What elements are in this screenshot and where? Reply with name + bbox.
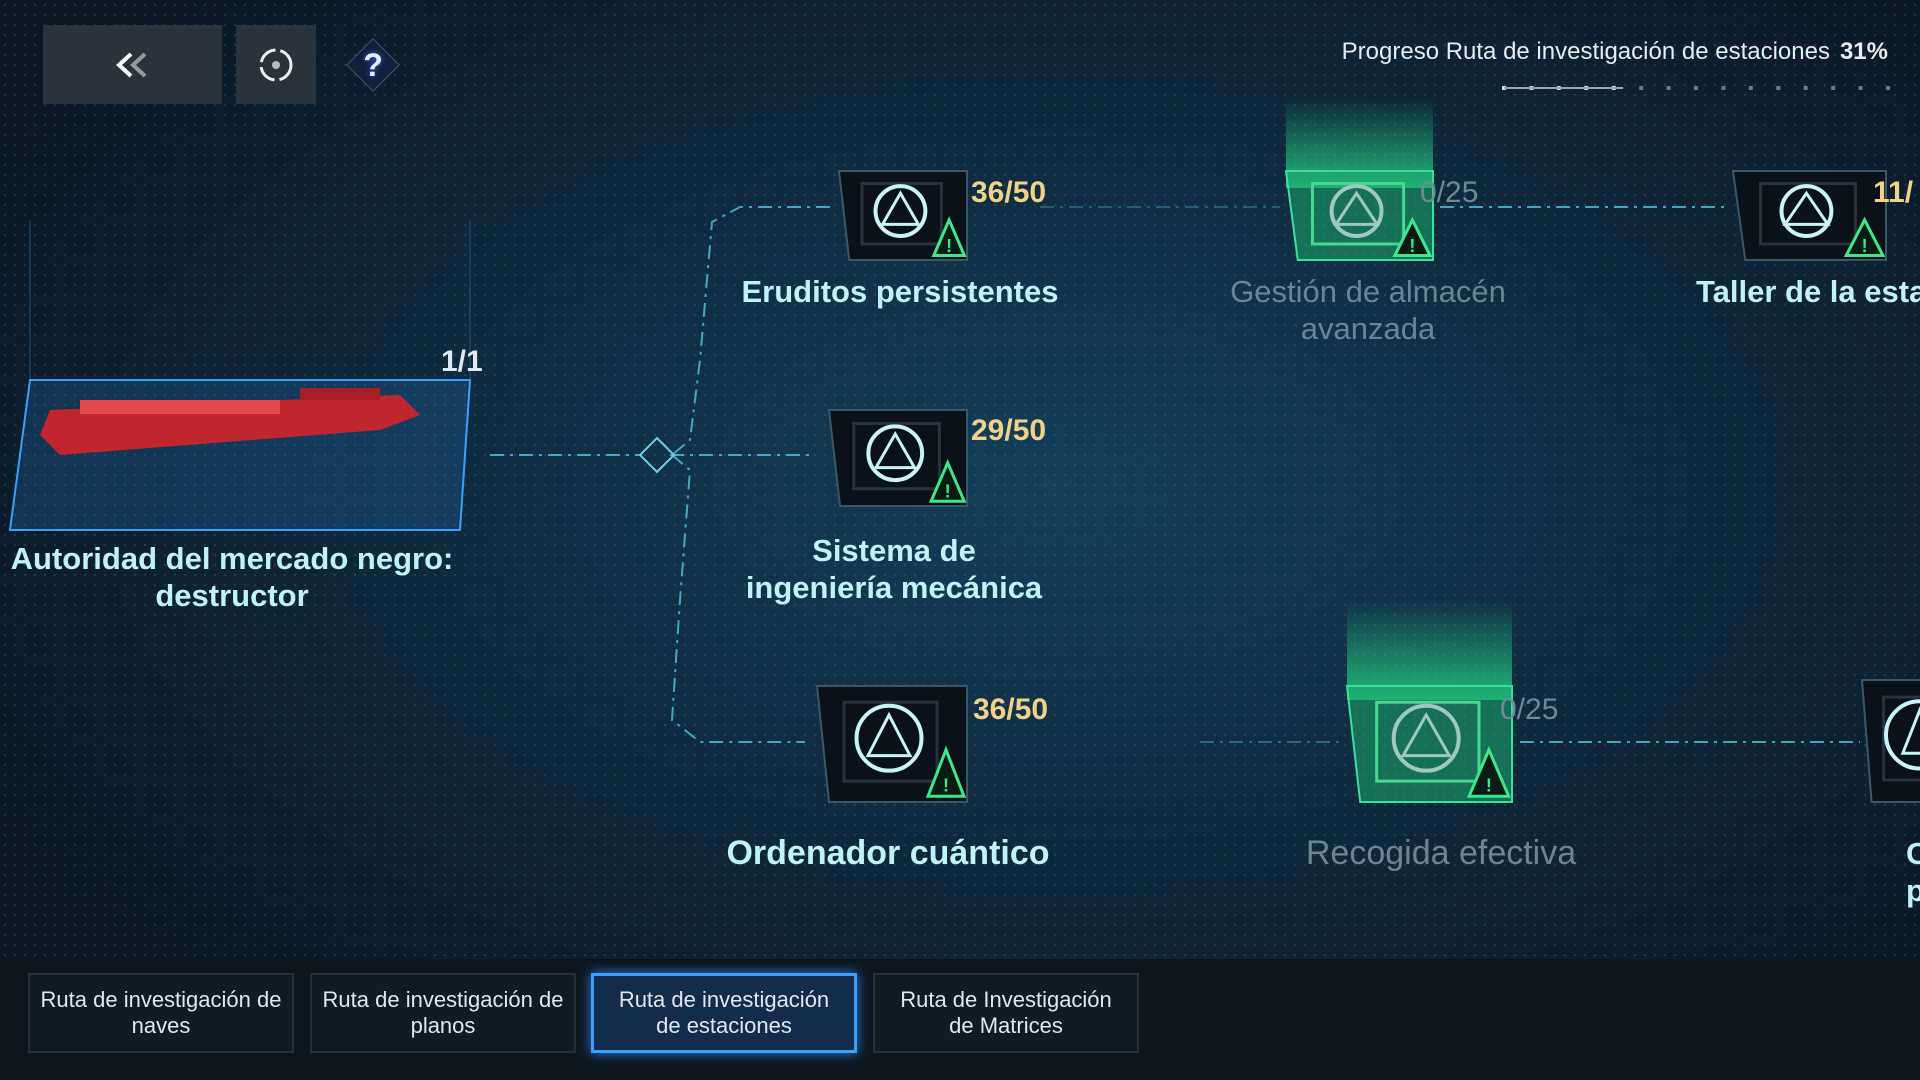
node-label: Ordenador cuántico [726,834,1050,872]
node-icon-frame [1860,679,1920,803]
double-chevron-left-icon [115,52,146,77]
node-label-line2: avanzada [1300,311,1436,346]
root-label: Autoridad del mercado negro:destructor [11,540,454,614]
progress-dot [1858,86,1863,90]
progress-dots [1502,86,1890,90]
node-count: 0/25 [1420,176,1479,209]
progress-dot [1639,86,1644,90]
help-button[interactable]: ? [346,38,400,92]
progress-dot [1886,86,1890,90]
node-label-line2: ingeniería mecánica [745,570,1043,605]
progress-dot [1803,86,1808,90]
ship-hologram [8,220,472,531]
svg-text:!: ! [943,776,949,796]
node-icon-frame: ! [1345,685,1513,803]
node-sistema[interactable]: ! [827,409,968,507]
node-count: 11/ [1873,176,1914,209]
svg-text:!: ! [1862,236,1868,256]
node-count: 36/50 [973,693,1049,726]
node-label: Eruditos persistentes [741,274,1059,309]
node-label-line1: Sistema de [812,533,976,568]
svg-text:!: ! [946,236,952,256]
root-node-destructor[interactable] [0,220,490,540]
bottom-tab-bar: Ruta de investigación de naves Ruta de i… [0,959,1920,1080]
svg-text:!: ! [945,481,951,501]
node-label: Recogida efectiva [1305,834,1577,872]
tab-naves[interactable]: Ruta de investigación de naves [28,973,294,1053]
progress-dot [1776,86,1781,90]
node-icon-frame: ! [815,685,968,803]
node-label-line1: Gestión de almacén [1230,274,1506,309]
progress-dot [1666,86,1671,90]
node-eruditos[interactable]: ! [837,170,968,261]
progress-dot [1831,86,1836,90]
back-button[interactable] [43,25,222,104]
root-label-line2: destructor [155,578,309,613]
root-count: 1/1 [441,345,483,378]
node-recogida[interactable]: ! [1345,685,1513,803]
tab-estaciones[interactable]: Ruta de investigación de estaciones [591,973,857,1053]
svg-text:!: ! [1486,776,1492,796]
node-label-line2: p [1906,873,1920,908]
branch-diamond [638,436,676,474]
progress-value: 31% [1839,38,1888,65]
locate-button[interactable] [236,25,316,104]
node-ordenador[interactable]: ! [815,685,968,803]
progress-dot [1721,86,1726,90]
progress-dot [1694,86,1698,90]
node-icon-frame: ! [1731,170,1887,261]
node-count: 29/50 [971,414,1047,447]
root-label-line1: Autoridad del mercado negro: [10,541,454,576]
question-icon: ? [363,46,383,83]
svg-text:!: ! [1409,236,1415,256]
node-label-line1: C [1906,836,1920,871]
node-taller[interactable]: ! [1731,170,1887,261]
node-gestion[interactable]: ! [1284,170,1434,261]
node-icon-frame: ! [827,409,968,507]
node-count: 36/50 [971,176,1047,209]
node-partial[interactable] [1860,679,1920,803]
progress-readout: Progreso Ruta de investigación de estaci… [1342,38,1888,66]
available-glow [1347,600,1512,700]
node-icon-frame: ! [837,170,968,261]
tab-matrices[interactable]: Ruta de Investigación de Matrices [873,973,1139,1053]
tab-planos[interactable]: Ruta de investigación de planos [310,973,576,1053]
node-label: Taller de la esta [1696,274,1920,309]
node-icon-frame: ! [1284,170,1434,261]
progress-dot [1748,86,1753,90]
target-icon [259,48,293,81]
progress-label: Progreso Ruta de investigación de estaci… [1341,38,1830,65]
node-count: 0/25 [1500,693,1559,726]
